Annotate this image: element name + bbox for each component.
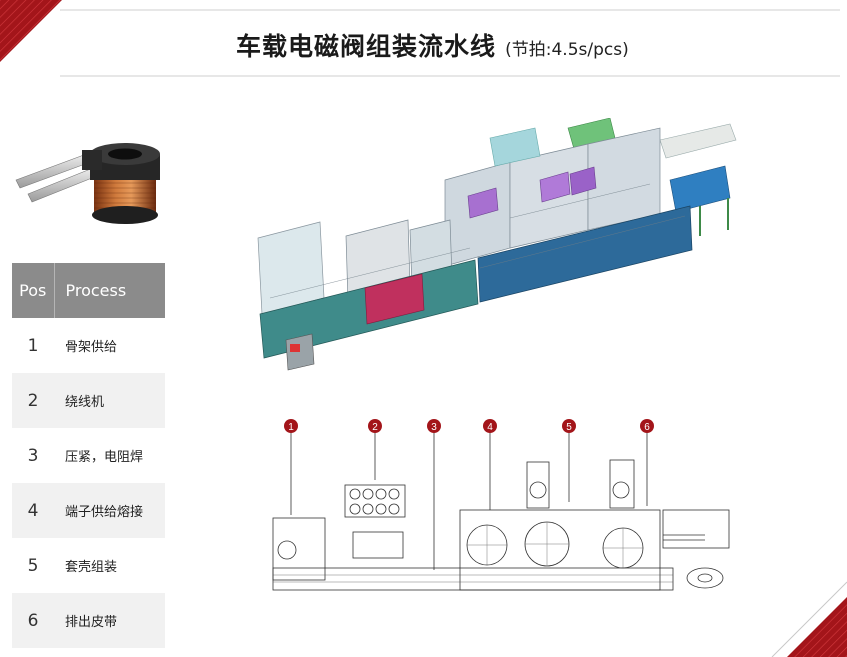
step-marker-4: 4 bbox=[483, 419, 497, 433]
step-marker-1: 1 bbox=[284, 419, 298, 433]
svg-text:3: 3 bbox=[431, 422, 437, 433]
row-pos: 1 bbox=[27, 335, 39, 356]
step-marker-3: 3 bbox=[427, 419, 441, 433]
machine-base bbox=[259, 205, 693, 371]
process-table: Pos Process 1 骨架供给 2 绕线机 3 压紧，电阻焊 4 端子供给… bbox=[12, 263, 165, 648]
output-tray-icon bbox=[686, 567, 724, 589]
row-process: 排出皮带 bbox=[65, 615, 118, 630]
table-header-row: Pos Process bbox=[12, 263, 165, 318]
row-process: 绕线机 bbox=[65, 395, 105, 410]
layout-outline bbox=[272, 459, 730, 591]
row-pos: 4 bbox=[27, 500, 39, 521]
table-row: 2 绕线机 bbox=[12, 373, 165, 428]
col-header-process: Process bbox=[65, 281, 127, 300]
title-main: 车载电磁阀组装流水线 bbox=[236, 32, 497, 61]
page-title: 车载电磁阀组装流水线 (节拍:4.5s/pcs) bbox=[236, 27, 629, 63]
assembly-line-3d-view bbox=[257, 118, 737, 371]
svg-text:5: 5 bbox=[566, 422, 572, 433]
solenoid-coil-image bbox=[15, 143, 160, 224]
corner-decoration-bottom-right bbox=[771, 581, 847, 657]
row-pos: 6 bbox=[27, 610, 39, 631]
step-marker-2: 2 bbox=[368, 419, 382, 433]
svg-text:6: 6 bbox=[644, 422, 650, 433]
table-row: 4 端子供给熔接 bbox=[12, 483, 165, 538]
svg-text:4: 4 bbox=[487, 422, 493, 433]
table-row: 6 排出皮带 bbox=[12, 593, 165, 648]
corner-decoration-top-left bbox=[0, 0, 62, 62]
row-process: 套壳组装 bbox=[65, 560, 118, 575]
winder-reel-rack bbox=[344, 484, 406, 518]
row-pos: 2 bbox=[27, 390, 39, 411]
assembly-line-layout: 1 2 3 4 5 6 bbox=[272, 419, 730, 591]
table-row: 3 压紧，电阻焊 bbox=[12, 428, 165, 483]
svg-text:1: 1 bbox=[288, 422, 294, 433]
marker-leaders bbox=[290, 432, 648, 570]
step-marker-5: 5 bbox=[562, 419, 576, 433]
row-process: 压紧，电阻焊 bbox=[65, 450, 144, 465]
row-pos: 3 bbox=[27, 445, 39, 466]
step-marker-6: 6 bbox=[640, 419, 654, 433]
svg-text:2: 2 bbox=[372, 422, 378, 433]
col-header-pos: Pos bbox=[12, 263, 55, 318]
title-subtitle: (节拍:4.5s/pcs) bbox=[505, 40, 629, 60]
row-process: 端子供给熔接 bbox=[65, 505, 144, 520]
table-row: 1 骨架供给 bbox=[12, 318, 165, 373]
header-frame bbox=[60, 9, 840, 77]
row-pos: 5 bbox=[27, 555, 39, 576]
table-row: 5 套壳组装 bbox=[12, 538, 165, 593]
row-process: 骨架供给 bbox=[65, 340, 118, 355]
